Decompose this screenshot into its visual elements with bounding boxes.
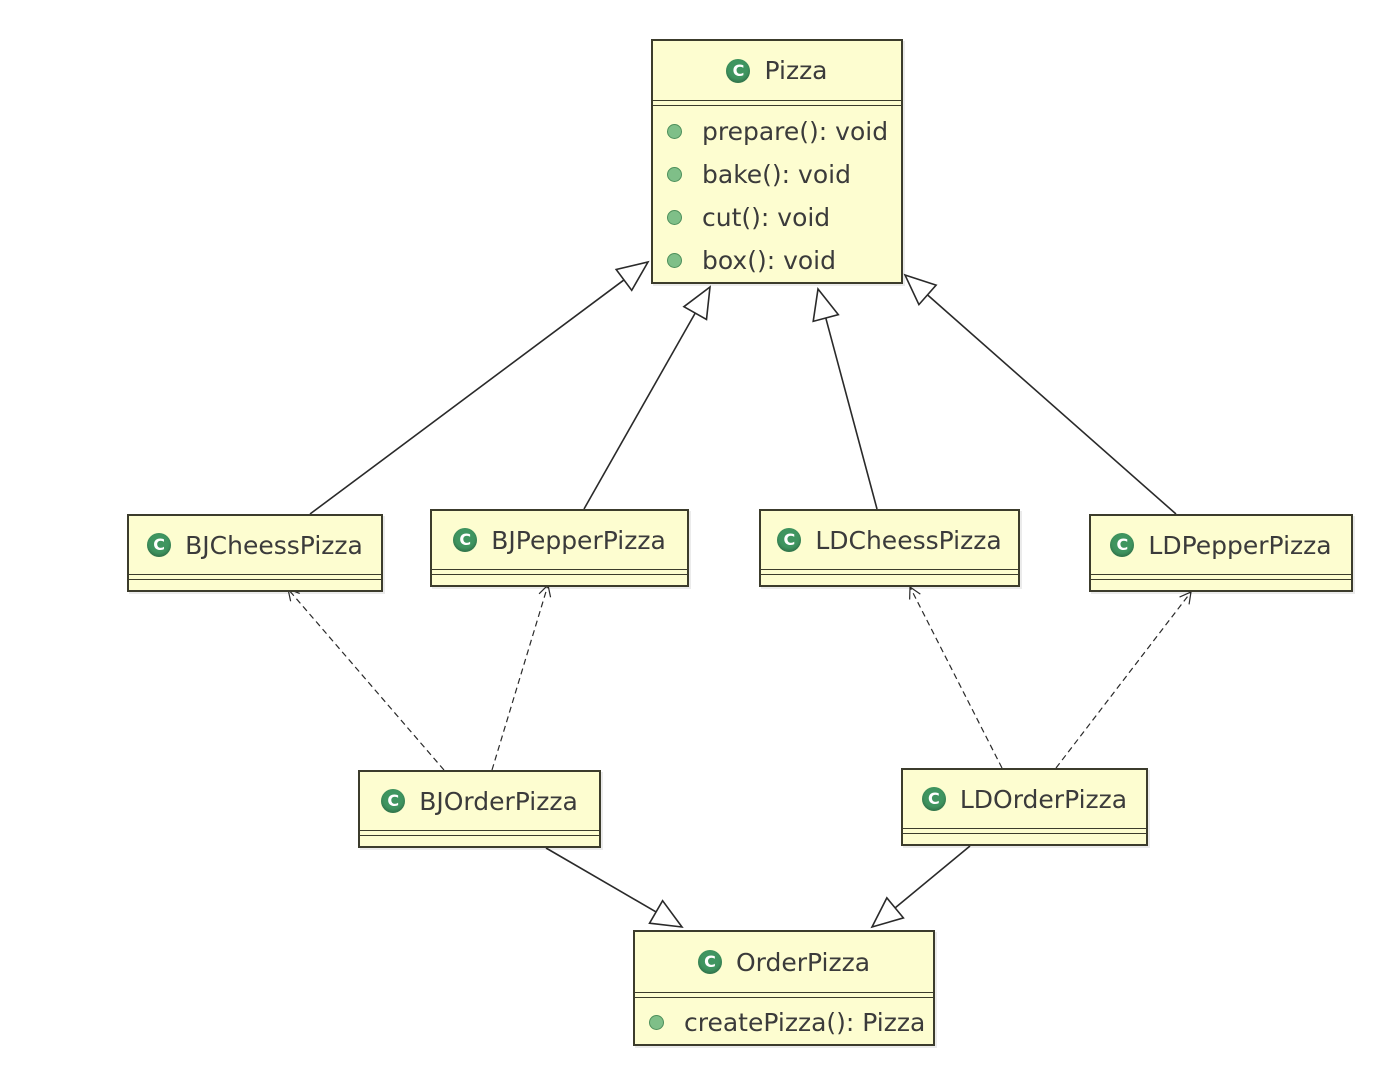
class-ld-order-pizza[interactable]: C LDOrderPizza bbox=[901, 768, 1148, 846]
public-method-icon bbox=[649, 1015, 664, 1030]
attribute-compartment bbox=[903, 829, 1146, 834]
class-icon: C bbox=[453, 528, 478, 552]
class-name: BJPepperPizza bbox=[491, 525, 666, 555]
relation-line bbox=[824, 317, 878, 510]
class-header: C Pizza bbox=[653, 41, 901, 101]
class-header: C LDOrderPizza bbox=[903, 770, 1146, 829]
hollow-triangle-head bbox=[682, 285, 711, 321]
attribute-compartment bbox=[653, 101, 901, 106]
method-signature: box(): void bbox=[702, 246, 836, 275]
dependency-arrow bbox=[491, 583, 552, 771]
relation-line bbox=[894, 845, 971, 909]
hollow-triangle-head bbox=[870, 896, 905, 929]
class-order-pizza[interactable]: C OrderPizza createPizza(): Pizza bbox=[633, 930, 935, 1046]
dependency-arrow bbox=[909, 585, 1003, 769]
hollow-triangle-head bbox=[648, 899, 684, 929]
class-icon: C bbox=[921, 787, 946, 811]
method-signature: bake(): void bbox=[702, 160, 851, 189]
generalization-arrow bbox=[870, 845, 971, 929]
public-method-icon bbox=[667, 167, 682, 182]
relation-line bbox=[926, 294, 1177, 515]
relation-line bbox=[1055, 591, 1192, 769]
class-bj-order-pizza[interactable]: C BJOrderPizza bbox=[358, 770, 601, 848]
attribute-compartment bbox=[129, 575, 381, 580]
hollow-triangle-head bbox=[812, 287, 840, 323]
class-icon: C bbox=[697, 950, 722, 974]
class-name: LDOrderPizza bbox=[959, 784, 1128, 814]
class-name: BJCheessPizza bbox=[185, 530, 363, 560]
dependency-arrow bbox=[1055, 591, 1192, 769]
class-icon: C bbox=[381, 789, 406, 813]
class-header: C BJOrderPizza bbox=[360, 772, 599, 831]
class-name: OrderPizza bbox=[735, 947, 871, 977]
hollow-triangle-head bbox=[614, 260, 650, 292]
class-ld-cheess-pizza[interactable]: C LDCheessPizza bbox=[759, 509, 1020, 587]
method-signature: createPizza(): Pizza bbox=[684, 1008, 926, 1037]
class-header: C BJPepperPizza bbox=[432, 511, 687, 570]
generalization-arrow bbox=[903, 273, 1177, 515]
attribute-compartment bbox=[1091, 575, 1351, 580]
method-row[interactable]: bake(): void bbox=[653, 153, 901, 196]
hollow-triangle-head bbox=[903, 273, 938, 307]
method-row[interactable]: box(): void bbox=[653, 239, 901, 282]
relation-line bbox=[491, 584, 549, 771]
class-header: C BJCheessPizza bbox=[129, 516, 381, 575]
class-bj-pepper-pizza[interactable]: C BJPepperPizza bbox=[430, 509, 689, 587]
class-name: LDCheessPizza bbox=[815, 525, 1002, 555]
class-name: LDPepperPizza bbox=[1148, 530, 1332, 560]
public-method-icon bbox=[667, 124, 682, 139]
method-row[interactable]: cut(): void bbox=[653, 196, 901, 239]
relation-line bbox=[583, 312, 696, 510]
class-header: C OrderPizza bbox=[635, 932, 933, 993]
class-icon: C bbox=[777, 528, 802, 552]
method-compartment: createPizza(): Pizza bbox=[635, 998, 933, 1044]
attribute-compartment bbox=[360, 831, 599, 836]
generalization-arrow bbox=[309, 260, 650, 515]
relation-line bbox=[545, 847, 657, 913]
class-icon: C bbox=[726, 58, 751, 83]
method-row[interactable]: prepare(): void bbox=[653, 110, 901, 153]
public-method-icon bbox=[667, 253, 682, 268]
dependency-arrow bbox=[287, 588, 445, 771]
class-icon: C bbox=[147, 533, 172, 557]
method-compartment: prepare(): void bake(): void cut(): void… bbox=[653, 106, 901, 282]
class-name: Pizza bbox=[764, 56, 828, 85]
class-name: BJOrderPizza bbox=[419, 786, 578, 816]
class-icon: C bbox=[1110, 533, 1135, 557]
method-row[interactable]: createPizza(): Pizza bbox=[635, 1001, 933, 1044]
attribute-compartment bbox=[635, 993, 933, 998]
method-signature: prepare(): void bbox=[702, 117, 889, 146]
relation-line bbox=[309, 279, 625, 515]
public-method-icon bbox=[667, 210, 682, 225]
relation-line bbox=[287, 588, 445, 771]
attribute-compartment bbox=[761, 570, 1018, 575]
open-arrow-head bbox=[909, 585, 921, 600]
class-bj-cheess-pizza[interactable]: C BJCheessPizza bbox=[127, 514, 383, 592]
generalization-arrow bbox=[583, 285, 711, 510]
open-arrow-head bbox=[1179, 591, 1192, 605]
class-pizza[interactable]: C Pizza prepare(): void bake(): void cut… bbox=[651, 39, 903, 284]
class-header: C LDCheessPizza bbox=[761, 511, 1018, 570]
class-header: C LDPepperPizza bbox=[1091, 516, 1351, 575]
relation-line bbox=[909, 586, 1003, 769]
attribute-compartment bbox=[432, 570, 687, 575]
class-ld-pepper-pizza[interactable]: C LDPepperPizza bbox=[1089, 514, 1353, 592]
generalization-arrow bbox=[545, 847, 684, 929]
method-signature: cut(): void bbox=[702, 203, 831, 232]
generalization-arrow bbox=[812, 287, 878, 510]
